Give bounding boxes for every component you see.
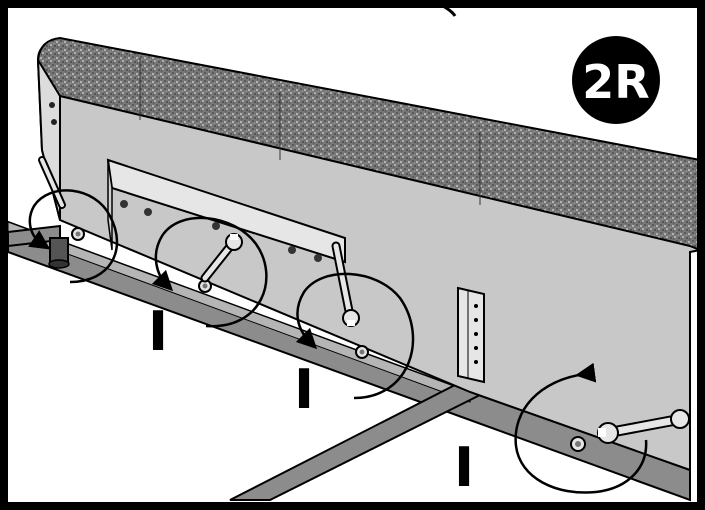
wrench-icon bbox=[597, 409, 690, 444]
bolt-icon bbox=[570, 436, 586, 452]
rotation-arrows bbox=[28, 189, 648, 494]
step-badge-label: 2R bbox=[582, 55, 649, 109]
rotate-arrow-icon bbox=[28, 189, 119, 284]
bolt-icon bbox=[314, 254, 322, 262]
rotate-arrow-icon bbox=[295, 272, 415, 400]
bolt-icon bbox=[355, 345, 369, 359]
tighten-marks: I I I bbox=[148, 300, 474, 499]
bolt-icon bbox=[144, 208, 152, 216]
wrench-icon bbox=[38, 156, 66, 209]
rotate-arrow-icon bbox=[514, 362, 648, 494]
wrench-icon bbox=[331, 241, 360, 327]
rail-bolts bbox=[71, 227, 586, 452]
tighten-mark: I bbox=[454, 436, 474, 499]
mounting-bracket bbox=[106, 158, 346, 264]
slotted-upright bbox=[457, 286, 485, 384]
bolt-icon bbox=[288, 246, 296, 254]
step-badge: 2R bbox=[572, 36, 660, 124]
bolt-icon bbox=[71, 227, 85, 241]
frame-notch bbox=[429, 0, 457, 17]
wrench-icon bbox=[200, 233, 243, 283]
rotate-arrow-icon bbox=[151, 216, 268, 328]
bolt-icon bbox=[198, 279, 212, 293]
bolt-icon bbox=[212, 222, 220, 230]
tighten-mark: I bbox=[148, 300, 168, 363]
leg-foot bbox=[48, 237, 70, 269]
headboard-panel bbox=[36, 36, 701, 472]
tighten-mark: I bbox=[294, 358, 314, 421]
bolt-icon bbox=[120, 200, 128, 208]
